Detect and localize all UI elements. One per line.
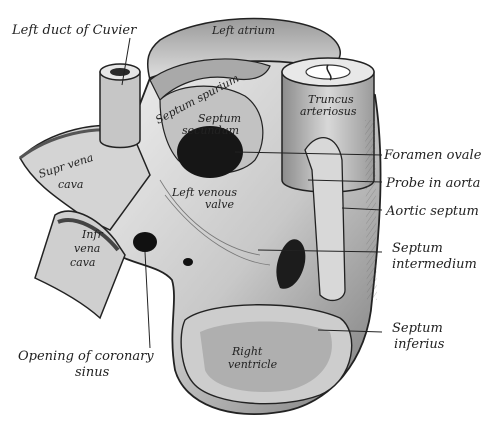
duct-of-cuvier-tube	[99, 71, 141, 149]
label-left-atrium: Left atrium	[211, 24, 275, 37]
leader-probe-aorta	[307, 179, 383, 183]
label-truncus-1: Truncus	[308, 93, 354, 106]
leader-foramen-ovale	[234, 151, 383, 156]
label-aortic-septum: Aortic septum	[385, 204, 479, 219]
leader-coronary-sinus	[144, 251, 151, 349]
label-septum-intermedium-2: intermedium	[392, 257, 477, 272]
label-probe-in-aorta: Probe in aorta	[385, 176, 480, 191]
small-opening	[183, 258, 193, 266]
label-septum-inferius-1: Septum	[392, 321, 443, 336]
label-septum-secundum-1: Septum	[198, 112, 241, 125]
label-septum-inferius-2: inferius	[394, 337, 445, 352]
label-left-venous-valve-2: valve	[205, 198, 235, 211]
label-truncus-2: arteriosus	[300, 105, 357, 118]
truncus-probe-end	[326, 64, 332, 81]
label-inf-vena-cava-2: vena	[74, 242, 100, 255]
label-inf-vena-cava-3: cava	[70, 256, 96, 269]
inferior-vena-cava-shape	[34, 210, 126, 320]
leader-septum-intermedium	[257, 249, 383, 253]
duct-lumen	[110, 68, 130, 76]
label-right-ventricle-2: ventricle	[228, 358, 278, 371]
septum-spurium-band	[149, 58, 271, 102]
label-right-ventricle-1: Right	[231, 345, 263, 358]
superior-vena-cava-shape	[19, 124, 151, 231]
foramen-ovale-cavity	[177, 126, 243, 178]
label-sup-vena-cava-2: cava	[58, 178, 84, 191]
right-ventricle-inner	[200, 321, 332, 392]
inferior-vena-cava-wall	[57, 218, 120, 252]
septum-intermedium-pocket	[276, 239, 306, 289]
label-opening-coronary-sinus-1: Opening of coronary	[18, 349, 154, 364]
label-left-duct-of-cuvier: Left duct of Cuvier	[11, 23, 137, 38]
label-septum-intermedium-1: Septum	[392, 241, 443, 256]
coronary-sinus-opening	[133, 232, 157, 252]
leader-aortic-septum	[341, 207, 383, 211]
leader-septum-inferius	[317, 329, 383, 333]
aortic-septum-shape	[304, 137, 346, 302]
label-septum-secundum-2: secundum	[182, 124, 239, 137]
label-inf-vena-cava-1: Infr	[81, 228, 104, 241]
label-left-venous-valve-1: Left venous	[171, 186, 237, 199]
label-foramen-ovale: Foramen ovale	[383, 148, 482, 163]
leader-duct-cuvier	[121, 37, 131, 86]
label-opening-coronary-sinus-2: sinus	[75, 365, 110, 380]
